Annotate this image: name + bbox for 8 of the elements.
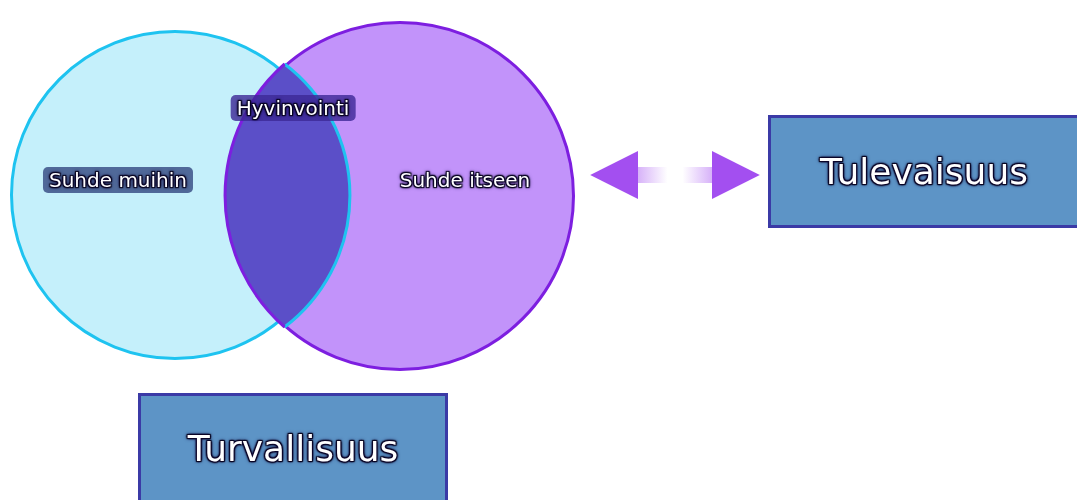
circle-label: Suhde muihin <box>43 167 193 193</box>
box-label: Tulevaisuus <box>820 151 1028 192</box>
topic-box <box>138 393 448 500</box>
circle-label: Suhde itseen <box>399 168 531 192</box>
circle-label: Hyvinvointi <box>230 95 356 121</box>
box-label: Turvallisuus <box>187 427 399 469</box>
topic-box <box>768 115 1077 228</box>
double-arrow <box>590 151 760 199</box>
